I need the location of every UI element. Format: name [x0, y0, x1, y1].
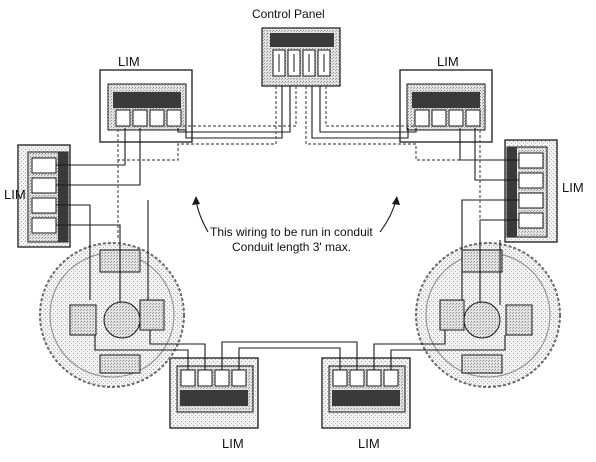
lim-label-left: LIM: [4, 187, 26, 202]
note-leader-arrows: [192, 196, 400, 233]
control-panel: [261, 27, 341, 87]
lim-label-right: LIM: [562, 180, 584, 195]
field-wiring: [56, 86, 519, 370]
lim-module-left: [17, 144, 71, 248]
lim-label-bottom-right: LIM: [358, 436, 380, 451]
conduit-note-line-2: Conduit length 3' max.: [232, 240, 352, 254]
control-panel-label: Control Panel: [252, 7, 325, 21]
detector-base-right: [415, 242, 561, 388]
lim-module-right: [504, 139, 558, 243]
detector-base-left: [39, 242, 185, 388]
conduit-note-line-1: This wiring to be run in conduit: [210, 225, 373, 239]
lim-label-top-left: LIM: [118, 54, 140, 69]
control-panel-terminals: [272, 49, 331, 77]
lim-label-bottom-left: LIM: [222, 436, 244, 451]
conduit-outline: [117, 86, 481, 240]
lim-module-top-left: [99, 69, 193, 143]
lim-label-top-right: LIM: [437, 54, 459, 69]
lim-module-bottom-right: [321, 357, 411, 429]
lim-module-top-right: [399, 69, 493, 143]
lim-module-bottom-left: [169, 357, 259, 429]
